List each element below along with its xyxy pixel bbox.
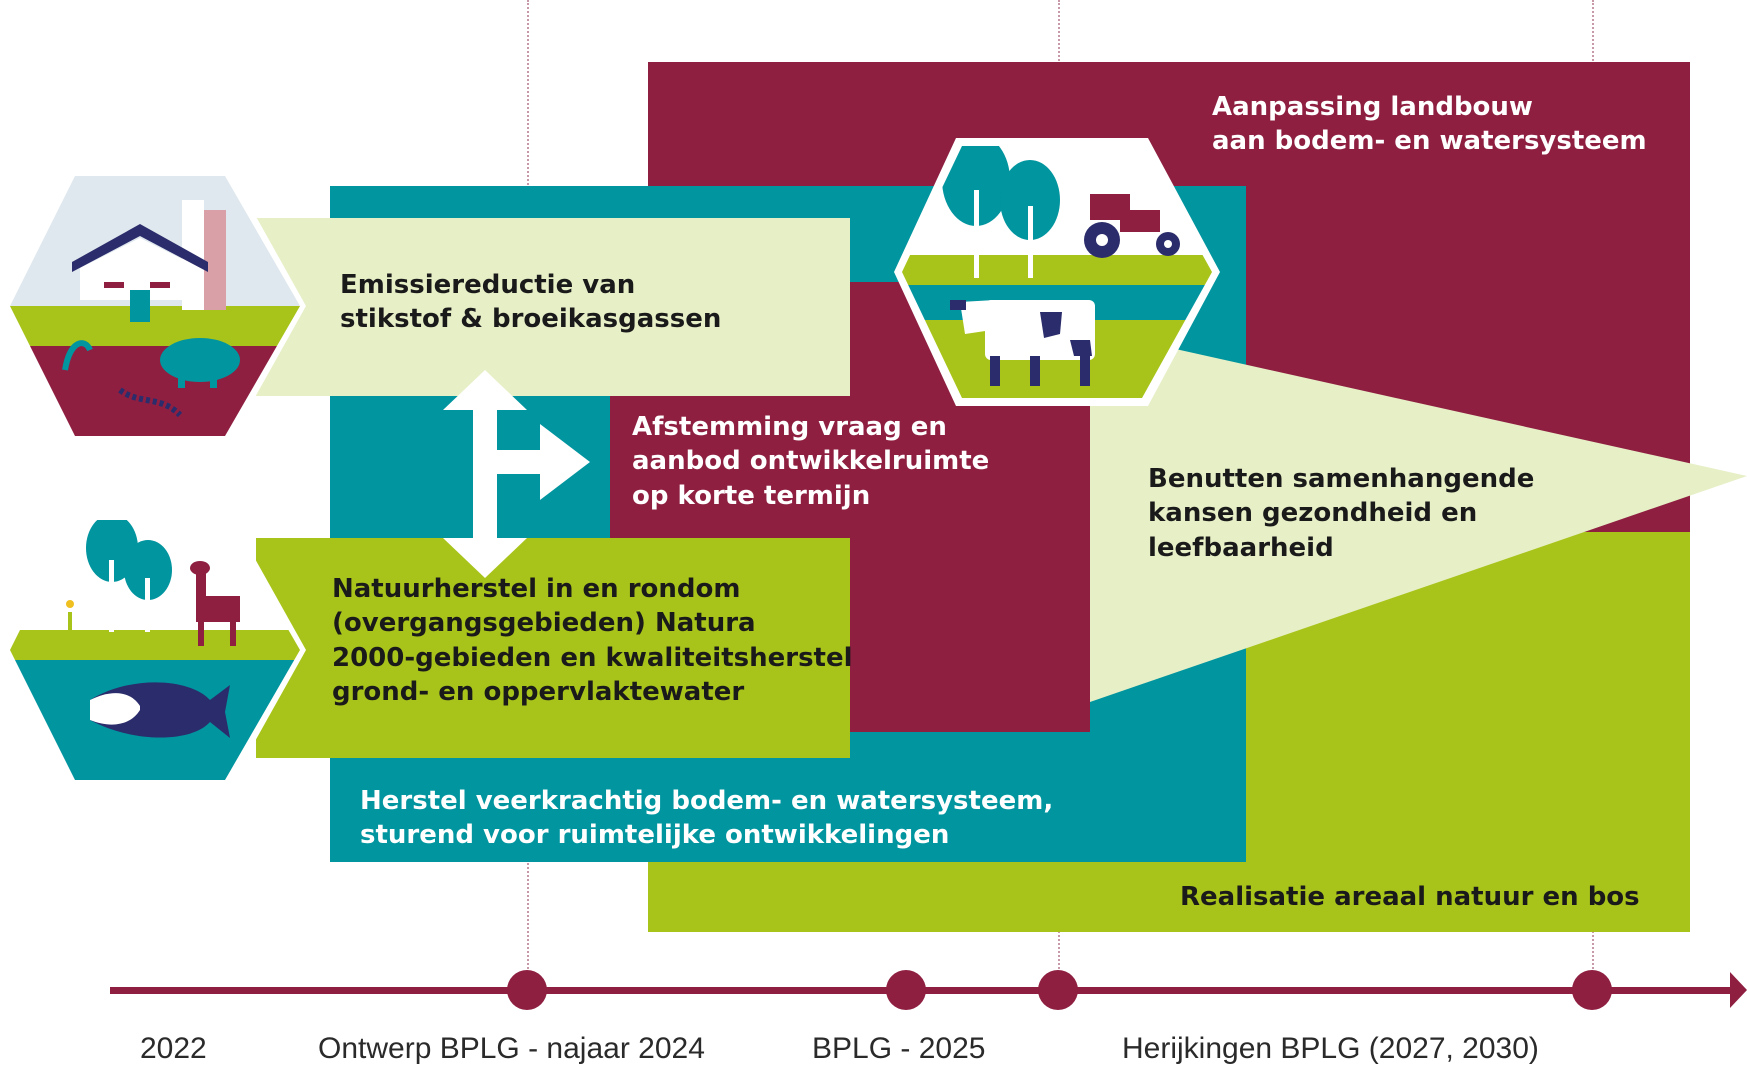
block-natuurherstel <box>256 538 850 758</box>
timeline-dot-2025a <box>886 970 926 1010</box>
label-benutten: Benutten samenhangende kansen gezondheid… <box>1148 464 1535 563</box>
timeline-label-2022: 2022 <box>140 1032 207 1065</box>
label-herstel-bodem-water: Herstel veerkrachtig bodem- en watersyst… <box>360 786 1054 851</box>
block-emissiereductie <box>256 218 850 396</box>
timeline-label-bplg-2025: BPLG - 2025 <box>812 1032 986 1065</box>
timeline-dot-2024 <box>507 970 547 1010</box>
label-emissiereductie: Emissiereductie van stikstof & broeikasg… <box>340 270 722 335</box>
label-natuurherstel: Natuurherstel in en rondom (overgangsgeb… <box>332 574 853 707</box>
label-aanpassing-landbouw: Aanpassing landbouw aan bodem- en waters… <box>1212 92 1647 157</box>
timeline-dot-herijking <box>1572 970 1612 1010</box>
label-afstemming: Afstemming vraag en aanbod ontwikkelruim… <box>632 412 990 511</box>
label-realisatie-natuur: Realisatie areaal natuur en bos <box>1180 882 1640 912</box>
timeline-label-herijkingen: Herijkingen BPLG (2027, 2030) <box>1122 1032 1539 1065</box>
timeline-label-ontwerp: Ontwerp BPLG - najaar 2024 <box>318 1032 705 1065</box>
timeline-dot-2025b <box>1038 970 1078 1010</box>
